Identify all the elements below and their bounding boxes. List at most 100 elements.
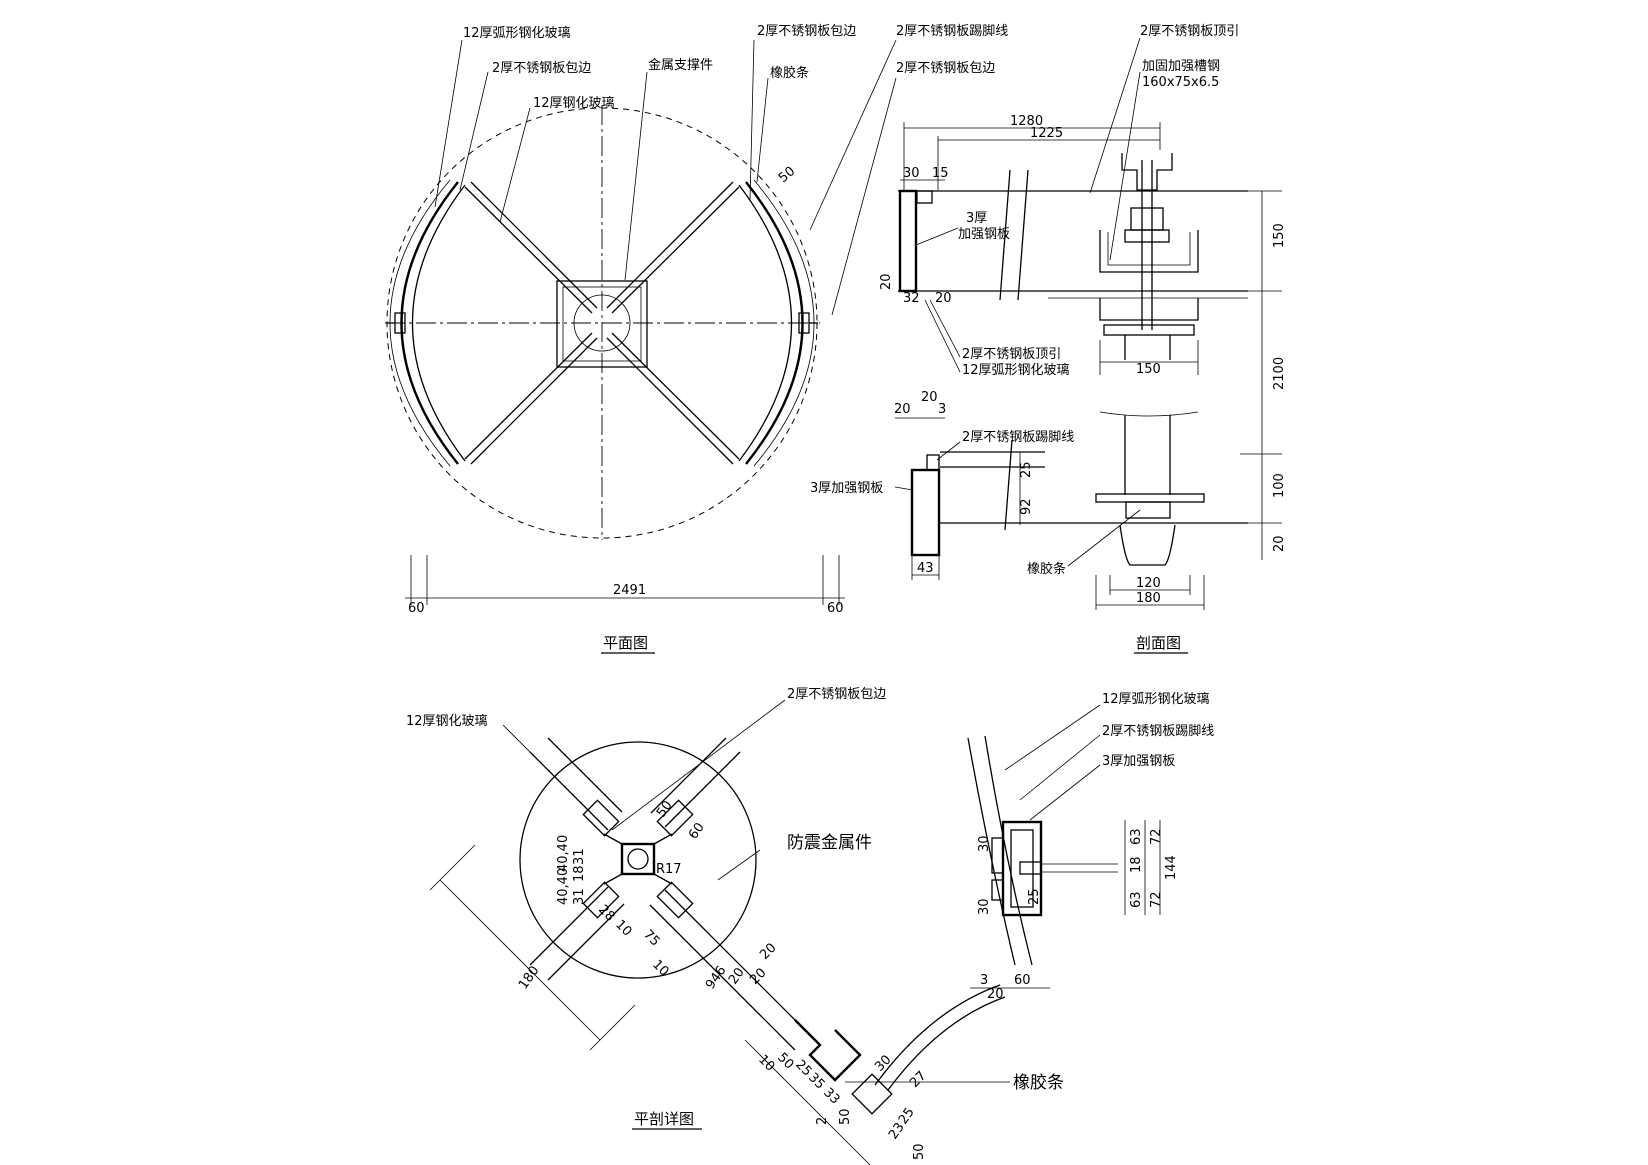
detail-end-connector: [794, 1019, 862, 1082]
sec-leader-glass-arc: [924, 299, 961, 373]
sec-top-bracket: [1121, 153, 1173, 191]
detail-right-clip-top: [991, 837, 1004, 874]
sec-leader-channel: [1109, 71, 1141, 261]
sec-dim-h150: 150: [1272, 223, 1287, 248]
detail-dim-w20: 20: [987, 987, 1004, 1002]
detail-diag-dim-bottom: [744, 1039, 871, 1165]
detail-dim-20b: 20: [747, 966, 769, 988]
detail-dim-50c: 50: [838, 1108, 853, 1125]
detail-label-stiffener: 3厚加强钢板: [1102, 754, 1175, 769]
sec-dim-d43: 43: [917, 561, 934, 576]
detail-arm-ne-2: [650, 737, 727, 814]
detail-dim-10c: 10: [755, 1052, 777, 1074]
plan-label-steel-edge-a: 2厚不锈钢板包边: [492, 61, 591, 76]
sec-dim-d3: 3: [938, 402, 946, 417]
detail-dim-10a: 10: [612, 917, 634, 939]
plan-leader-2: [459, 71, 489, 191]
detail-hub: [620, 842, 656, 876]
section-view: 150 2100 100 20 1280 1225 30 15 20 32 20…: [810, 24, 1287, 654]
plan-leader-4: [624, 71, 648, 281]
plan-leader-6: [756, 77, 769, 183]
sec-dim-d180: 180: [1136, 591, 1161, 606]
sec-bolt-washer: [1124, 229, 1170, 243]
plan-label-rubber: 橡胶条: [770, 65, 809, 81]
detail-label-glass12: 12厚钢化玻璃: [406, 714, 488, 729]
sec-dim-d20b: 20: [935, 291, 952, 306]
sec-label-stiffener2: 加强钢板: [958, 227, 1010, 242]
sec-label-channel-size: 160x75x6.5: [1142, 75, 1219, 90]
plan-center-box-inner: [562, 286, 642, 362]
detail-dim-30a: 30: [872, 1053, 894, 1075]
detail-dim-10b: 10: [649, 957, 671, 979]
detail-leader-kick: [1019, 734, 1101, 801]
sec-lower-notch: [926, 454, 940, 471]
detail-arm-nw-2: [547, 737, 623, 813]
detail-right-notch: [1019, 861, 1042, 875]
plan-leader-1: [434, 39, 463, 208]
sec-end-box: [898, 189, 918, 293]
plan-dim-right: 60: [827, 601, 844, 616]
detail-dim-4040: 40,40: [556, 835, 571, 872]
sec-dim-d150w: 150: [1136, 362, 1161, 377]
sec-door-top-curve: [1099, 411, 1199, 417]
detail-label-steel-edge: 2厚不锈钢板包边: [787, 687, 886, 702]
sec-label-stiffener-b: 3厚加强钢板: [810, 481, 883, 496]
plan-label-kick-line: 2厚不锈钢板踢脚线: [896, 23, 1008, 39]
plan-panel-ne-b: [606, 181, 734, 309]
detail-dim-50b: 50: [774, 1050, 796, 1072]
detail-arc-lower-2: [887, 996, 1006, 1091]
detail-view: 63 72 18 144 63 72 30 30 25 3 20 60 40,4…: [406, 687, 1214, 1165]
plan-panel-se-b: [606, 337, 734, 465]
detail-right-inner: [1010, 829, 1034, 908]
detail-leader-quake: [717, 849, 761, 881]
plan-dim-total: 2491: [613, 583, 646, 598]
sec-floor-rubber: [1125, 501, 1171, 519]
sec-leader-top-plate: [1089, 37, 1141, 194]
detail-dim-v72b: 72: [1149, 891, 1164, 908]
detail-diag-dim-180: [439, 879, 601, 1041]
sec-bolt-nut: [1130, 207, 1164, 231]
detail-label-kick-line: 2厚不锈钢板踢脚线: [1102, 723, 1214, 739]
detail-dim-50d: 50: [912, 1143, 927, 1160]
plan-label-steel-edge-b: 2厚不锈钢板包边: [757, 24, 856, 39]
plan-label-glass12-arc: 12厚弧形钢化玻璃: [463, 26, 571, 41]
sec-lower-break: [1004, 439, 1013, 531]
detail-dim-w60: 60: [1014, 973, 1031, 988]
detail-bracket-se: [656, 881, 694, 919]
detail-dim-w3: 3: [980, 973, 988, 988]
detail-dim-v63a: 63: [1129, 828, 1144, 845]
plan-arc-glass-left: [400, 181, 459, 465]
detail-dim-w30b: 30: [977, 898, 992, 915]
detail-dim-60a: 60: [686, 820, 708, 842]
sec-leader-stiffener: [915, 227, 959, 246]
detail-dim-31a: 31: [572, 848, 587, 865]
detail-arc-lower-1: [874, 984, 1001, 1086]
sec-base-plate: [1099, 298, 1199, 321]
sec-dim-h2100: 2100: [1272, 357, 1287, 390]
sec-dim-d20c: 20: [894, 402, 911, 417]
sec-title: 剖面图: [1136, 634, 1181, 652]
detail-circle: [519, 741, 757, 979]
detail-dim-v72a: 72: [1149, 828, 1164, 845]
detail-label-rubber: 橡胶条: [1013, 1073, 1064, 1093]
sec-leader-rubber: [1067, 509, 1141, 567]
detail-dim-20a: 20: [757, 941, 779, 963]
sec-dim-d32: 32: [903, 291, 920, 306]
detail-diag-dim-180-e2: [589, 1004, 636, 1051]
detail-hub-bolt: [627, 848, 649, 870]
sec-label-kick-line: 2厚不锈钢板踢脚线: [962, 429, 1074, 445]
plan-leader-8: [831, 77, 897, 316]
sec-label-channel: 加固加强槽钢: [1142, 59, 1220, 74]
detail-leader-stiffener: [1029, 764, 1101, 821]
sec-label-top-plate-b: 2厚不锈钢板顶引: [962, 347, 1061, 362]
sec-dim-d15: 15: [932, 166, 949, 181]
plan-dim-left: 60: [408, 601, 425, 616]
sec-lower-box: [910, 468, 941, 557]
sec-channel-inner: [1107, 232, 1191, 266]
sec-dim-d92: 92: [1019, 498, 1034, 515]
sec-dim-h20: 20: [1272, 535, 1287, 552]
sec-floor-plate: [1095, 493, 1205, 503]
sec-end-notch: [916, 190, 933, 204]
sec-leader-stiffener-b: [894, 486, 914, 491]
detail-dim-r17: R17: [656, 862, 682, 877]
